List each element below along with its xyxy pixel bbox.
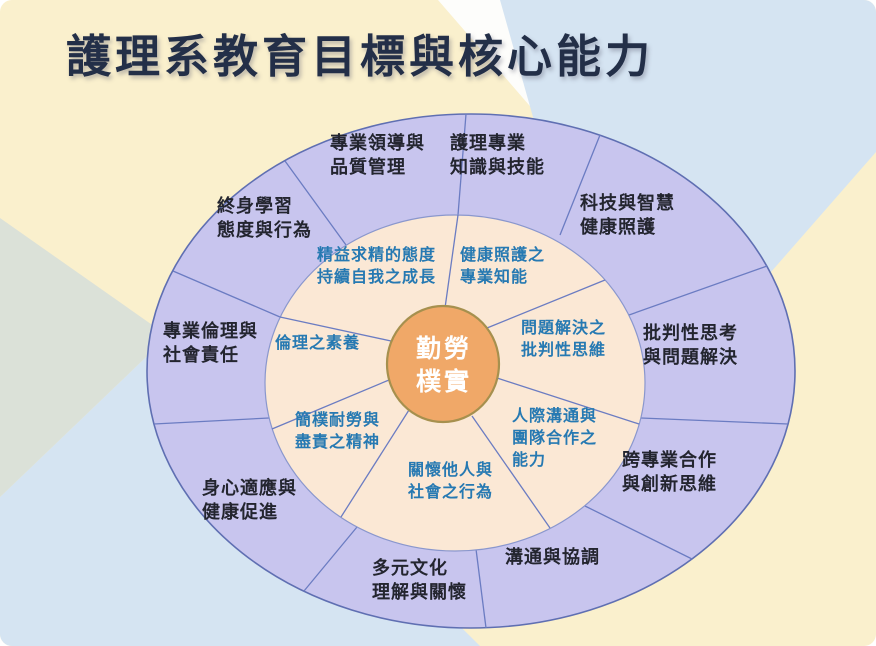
- inner-label-caring-behavior: 關懷他人與 社會之行為: [408, 462, 494, 501]
- outer-label-wellbeing-promotion: 身心適應與 健康促進: [202, 478, 297, 522]
- inner-label-ethics-literacy: 倫理之素養: [275, 335, 361, 352]
- inner-label-diligence-spirit: 簡樸耐勞與 盡責之精神: [295, 412, 381, 451]
- outer-label-interprofessional-innovation: 跨專業合作 與創新思維: [622, 450, 717, 494]
- outer-label-critical-thinking: 批判性思考 與問題解決: [643, 323, 738, 367]
- outer-label-tech-smart-health: 科技與智慧 健康照護: [580, 193, 675, 237]
- inner-label-problem-solving: 問題解決之 批判性思維: [521, 320, 607, 359]
- center-motto-label: 勤勞 樸實: [415, 335, 473, 396]
- outer-label-communication-coordination: 溝通與協調: [505, 547, 600, 567]
- background-sage-triangle: [0, 218, 168, 497]
- outer-ring-dividers: [153, 113, 789, 629]
- outer-label-multicultural-care: 多元文化 理解與關懷: [372, 558, 467, 602]
- outer-label-nursing-knowledge: 護理專業 知識與技能: [450, 133, 545, 177]
- inner-label-teamwork-ability: 人際溝通與 團隊合作之 能力: [512, 408, 598, 469]
- outer-label-leadership-quality: 專業領導與 品質管理: [330, 133, 425, 177]
- inner-label-healthcare-knowledge: 健康照護之 專業知能: [460, 247, 546, 286]
- inner-ring-dividers: [271, 214, 640, 529]
- inner-label-self-growth: 精益求精的態度 持續自我之成長: [317, 247, 437, 286]
- outer-label-ethics-responsibility: 專業倫理與 社會責任: [163, 321, 258, 365]
- center-circle: [385, 304, 501, 424]
- outer-label-lifelong-learning: 終身學習 態度與行為: [217, 196, 312, 240]
- page-title: 護理系教育目標與核心能力: [66, 31, 655, 82]
